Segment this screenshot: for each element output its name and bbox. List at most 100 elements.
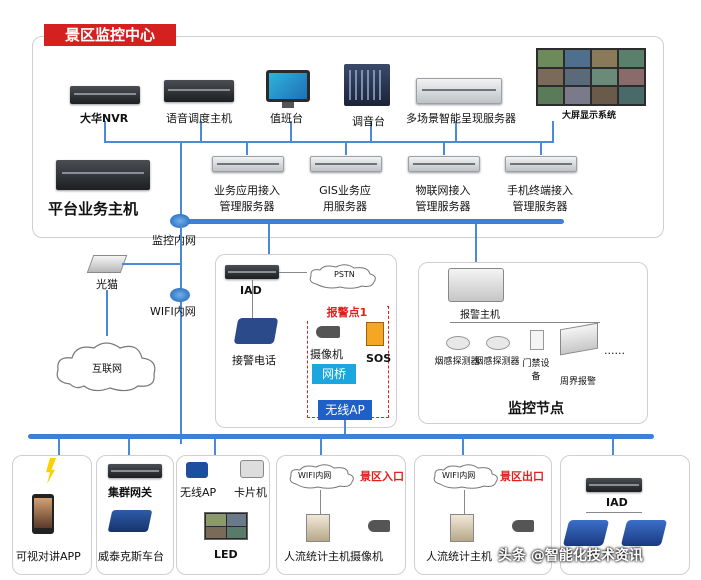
smoke1-label: 烟感探测器 xyxy=(434,357,480,367)
wifi-cloud-1 xyxy=(289,464,354,489)
bottom-iad-label: IAD xyxy=(606,496,628,509)
multi-label: 多场景智能呈现服务器 xyxy=(406,112,516,125)
server-1-line1: 业务应用接入 xyxy=(214,184,280,197)
bus-to-wifi xyxy=(180,224,182,444)
bigscreen-label: 大屏显示系统 xyxy=(562,111,617,121)
server-4-line1: 手机终端接入 xyxy=(507,184,573,197)
wifi2-label: WIFI内网 xyxy=(442,471,476,480)
bus-to-alarm xyxy=(268,224,270,264)
led-screen xyxy=(204,512,248,540)
monitor-center-title-text: 景区监控中心 xyxy=(64,26,155,44)
monitor-node-title: 监控节点 xyxy=(508,401,564,417)
duty-monitor-icon xyxy=(266,70,310,102)
bus-to-node xyxy=(475,224,477,266)
iad-branch xyxy=(586,512,642,513)
alarm-point-title-box: 报警点1 xyxy=(307,306,387,320)
ap-box: 无线AP xyxy=(318,400,372,420)
monitor-net-bus xyxy=(180,219,564,224)
server-4 xyxy=(505,156,577,172)
smoke2-label: 烟感探测器 xyxy=(474,357,520,367)
wifi-cloud-2 xyxy=(433,464,498,489)
server-2 xyxy=(310,156,382,172)
internet-label: 互联网 xyxy=(92,364,122,375)
bottom-iad-device xyxy=(586,478,642,492)
server-1-line2: 管理服务器 xyxy=(219,200,275,213)
top-bus xyxy=(104,141,554,143)
voice-label: 语音调度主机 xyxy=(166,112,232,125)
wifi-switch-icon xyxy=(170,288,190,302)
multi-server xyxy=(416,78,502,104)
pstn-label: PSTN xyxy=(334,270,355,279)
drop-s1 xyxy=(246,141,248,155)
server-4-line2: 管理服务器 xyxy=(512,200,568,213)
server-3 xyxy=(408,156,480,172)
mixer-icon xyxy=(344,64,390,106)
exit-link xyxy=(464,490,465,514)
modem-link xyxy=(122,263,180,265)
phone-icon xyxy=(233,318,279,344)
iad-pstn-link xyxy=(279,272,307,273)
entry-link xyxy=(320,490,321,514)
node-dots: ...... xyxy=(604,344,625,357)
nvr-device xyxy=(70,86,140,104)
drop-duty xyxy=(290,121,292,141)
server-1 xyxy=(212,156,284,172)
smoke2-icon xyxy=(486,336,510,350)
bdrop-6 xyxy=(612,439,614,455)
sos-box xyxy=(366,322,384,346)
wifi-net-label: WIFI内网 xyxy=(150,305,196,318)
drop-s2 xyxy=(345,141,347,155)
sos-label: SOS xyxy=(366,352,392,365)
iad-label: IAD xyxy=(240,284,262,297)
bdrop-1 xyxy=(58,439,60,455)
card-label: 卡片机 xyxy=(234,486,267,499)
counter2-host xyxy=(450,514,474,542)
mixer-label: 调音台 xyxy=(352,115,385,128)
cluster-device xyxy=(108,464,162,478)
app-label: 可视对讲APP xyxy=(16,550,81,563)
drop-s3 xyxy=(443,141,445,155)
lightning-icon xyxy=(46,458,56,484)
wifi-bus xyxy=(28,434,654,439)
voice-device xyxy=(164,80,234,102)
drop-nvr xyxy=(104,121,106,141)
iad-phone-link xyxy=(252,280,253,318)
ap-label: 无线AP xyxy=(325,403,365,417)
counter1-camera xyxy=(368,520,390,532)
drop-voice xyxy=(200,121,202,141)
bridge-label: 网桥 xyxy=(321,367,346,381)
drop-big xyxy=(552,121,554,141)
monitor-net-label: 监控内网 xyxy=(152,234,196,247)
bdrop-4 xyxy=(320,439,322,455)
door-label: 门禁设备 xyxy=(522,359,550,382)
perimeter-label: 周界报警 xyxy=(560,377,597,387)
drop-mixer xyxy=(370,121,372,141)
nvr-label: 大华NVR xyxy=(80,112,129,125)
monitor-center-title: 景区监控中心 xyxy=(44,24,176,46)
alarm-host-icon xyxy=(448,268,504,302)
counter1-label: 人流统计主机摄像机 xyxy=(284,550,383,563)
ap-left-icon xyxy=(562,520,610,546)
wap-icon xyxy=(186,462,208,478)
drop-multi xyxy=(455,121,457,141)
cluster-label: 集群网关 xyxy=(108,486,152,499)
top-bus-drop xyxy=(180,141,182,221)
counter2-camera xyxy=(512,520,534,532)
platform-server xyxy=(56,160,150,190)
server-3-line1: 物联网接入 xyxy=(415,184,471,197)
bdrop-5 xyxy=(462,439,464,455)
led-label: LED xyxy=(214,548,238,561)
drop-s4 xyxy=(540,141,542,155)
pstn-cloud xyxy=(309,264,376,289)
camera-label: 摄像机 xyxy=(310,348,343,361)
internet-cloud xyxy=(56,342,156,392)
server-2-line1: GIS业务应 xyxy=(319,184,371,197)
bridge-box: 网桥 xyxy=(312,364,356,384)
node-inner-bus xyxy=(450,322,600,323)
duty-label: 值班台 xyxy=(270,112,303,125)
door-icon xyxy=(530,330,544,350)
exit-label: 景区出口 xyxy=(500,470,544,483)
watermark: 头条 @智能化技术资讯 xyxy=(498,548,643,564)
wifi1-label: WIFI内网 xyxy=(298,471,332,480)
alarm-host-label: 报警主机 xyxy=(460,310,500,321)
